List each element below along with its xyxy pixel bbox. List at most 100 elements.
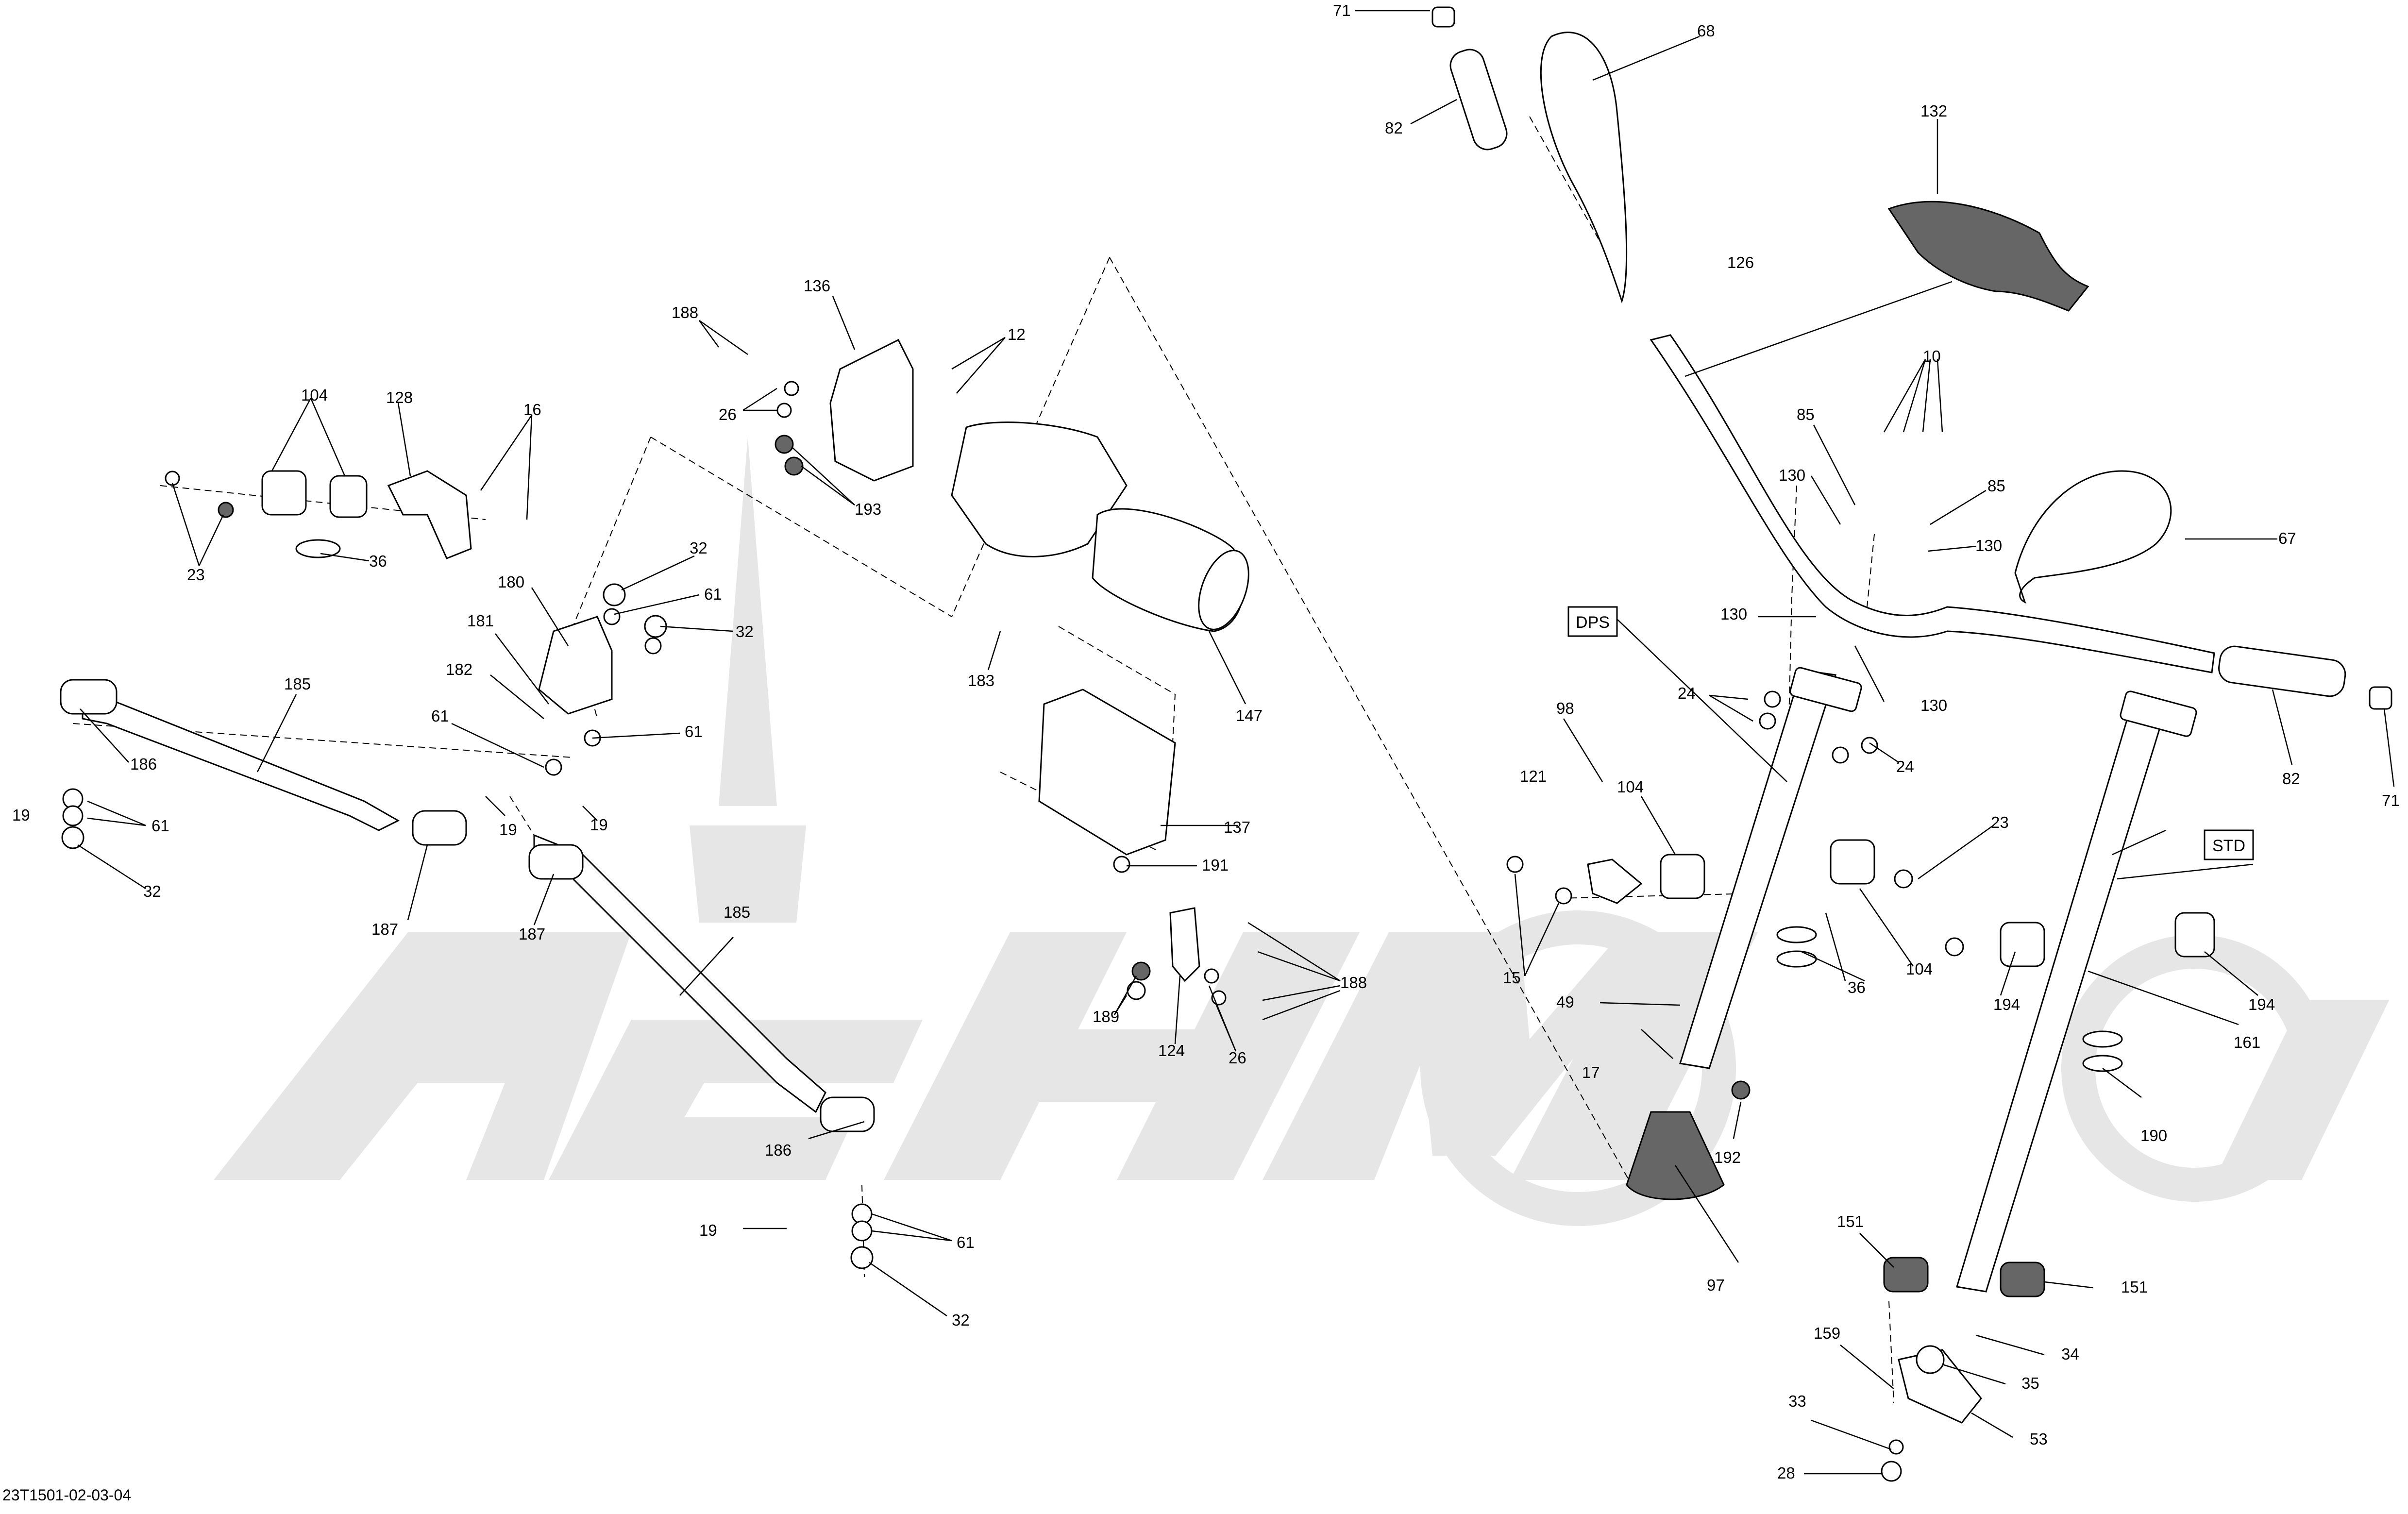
- callout: 194: [1993, 995, 2020, 1013]
- nut-23-right-1: [1894, 869, 1913, 889]
- nut-193-1: [775, 435, 794, 454]
- callout: 61: [152, 817, 169, 835]
- washer-33: [1888, 1439, 1904, 1455]
- nut-23-left: [165, 471, 180, 486]
- clamp-right-3: [2000, 922, 2045, 967]
- o-ring-190-1: [2082, 1030, 2123, 1048]
- right-bar-end: [2369, 686, 2392, 710]
- std-box: [2204, 829, 2254, 860]
- bushing-151-left: [1883, 1257, 1929, 1293]
- callout: 32: [690, 539, 707, 557]
- callout: 130: [1779, 466, 1805, 484]
- steering-support: [538, 616, 613, 715]
- callout: 61: [704, 585, 722, 603]
- callout: 137: [1224, 818, 1250, 836]
- o-ring-190-2: [2082, 1055, 2123, 1072]
- variant-labels: DPS STD: [1567, 606, 2254, 860]
- washer-61-mid-1: [603, 608, 621, 625]
- o-ring-36-right-2: [1776, 950, 1817, 968]
- washer-26-lower-1: [1204, 968, 1219, 984]
- washer-35: [1916, 1345, 1945, 1374]
- callout: 53: [2030, 1430, 2048, 1448]
- nut-189-1: [1127, 981, 1146, 1000]
- callout: 10: [1923, 347, 1941, 365]
- callout: 128: [386, 388, 413, 406]
- nut-23-right-2: [1945, 937, 1964, 957]
- callout: 136: [804, 277, 830, 295]
- callout: 98: [1556, 699, 1574, 717]
- steering-ecu: [1038, 689, 1176, 856]
- motor-end-cap: [1198, 550, 1249, 630]
- watermark: [214, 437, 2389, 1226]
- o-ring-36-left: [295, 539, 341, 558]
- washer-61-mid-4: [545, 758, 562, 776]
- nut-23-left-2: [218, 502, 234, 518]
- callout: 17: [1582, 1063, 1600, 1081]
- nut-191: [1113, 856, 1130, 873]
- callout: 15: [1503, 969, 1521, 987]
- callout: 181: [467, 612, 494, 630]
- bracket-121: [1587, 858, 1643, 904]
- callout: 67: [2278, 529, 2296, 547]
- callout: 16: [523, 401, 541, 419]
- dps-label: DPS: [1576, 613, 1610, 632]
- callout: 68: [1697, 22, 1715, 40]
- washer-61-bottom-2: [851, 1220, 873, 1242]
- callout: 34: [2061, 1345, 2079, 1363]
- bolt-head-15-2: [1555, 887, 1572, 905]
- bolt-head-15-1: [1506, 856, 1524, 873]
- steering-boot: [1626, 1111, 1725, 1200]
- callout: 23: [187, 566, 205, 584]
- callout: 28: [1777, 1464, 1795, 1482]
- washer-26-upper-1: [784, 381, 799, 396]
- upper-tie-rod-end-left: [60, 679, 118, 715]
- callout: 24: [1896, 757, 1914, 775]
- callout: 192: [1714, 1148, 1741, 1166]
- callout: 71: [1333, 1, 1351, 19]
- nut-24-1: [1759, 712, 1776, 730]
- callout: 26: [1229, 1049, 1246, 1067]
- std-label: STD: [2212, 837, 2245, 855]
- callout: 180: [498, 573, 524, 591]
- left-bar-end: [1431, 6, 1455, 28]
- callout: 104: [1906, 960, 1933, 978]
- callout: 132: [1920, 102, 1947, 120]
- callout: 182: [446, 660, 472, 678]
- nut-32-bottom: [850, 1246, 874, 1269]
- lower-tie-rod-end-left: [528, 844, 584, 880]
- callout: 36: [1848, 978, 1866, 996]
- callout: 190: [2140, 1127, 2167, 1144]
- callout-numbers: 71 68 82 132 126 10 85 85 130 130 67 130…: [12, 1, 2400, 1482]
- callout: 61: [957, 1233, 975, 1251]
- callout: 12: [1008, 325, 1026, 343]
- clamp-right-2: [1830, 839, 1875, 885]
- nut-32-mid-1: [603, 583, 626, 606]
- callout: 19: [499, 821, 517, 839]
- nut-192: [1731, 1080, 1751, 1100]
- nut-193-2: [784, 456, 804, 476]
- left-mirror: [1540, 32, 1628, 303]
- nut-24-2: [1764, 690, 1781, 708]
- callout: 130: [1720, 605, 1747, 623]
- callout: 97: [1707, 1276, 1725, 1294]
- leader-lines: [77, 10, 2395, 1475]
- callout: 187: [371, 920, 398, 938]
- nut-28: [1881, 1461, 1902, 1482]
- callout: 32: [952, 1311, 970, 1329]
- callout: 61: [431, 707, 449, 725]
- callout: 183: [968, 672, 994, 690]
- nut-24-4: [1832, 746, 1849, 764]
- callout: 33: [1788, 1392, 1806, 1410]
- washer-61-left-2: [62, 805, 84, 826]
- mounting-bracket: [829, 338, 914, 482]
- callout: 71: [2382, 791, 2400, 809]
- callout: 23: [1991, 813, 2009, 831]
- callout: 49: [1556, 993, 1574, 1011]
- bushing-151-right: [2000, 1262, 2045, 1297]
- callout: 32: [143, 882, 161, 900]
- callout: 147: [1236, 707, 1263, 724]
- clamp-right-4: [2174, 912, 2215, 958]
- callout: 185: [724, 903, 750, 921]
- callout: 19: [699, 1221, 717, 1239]
